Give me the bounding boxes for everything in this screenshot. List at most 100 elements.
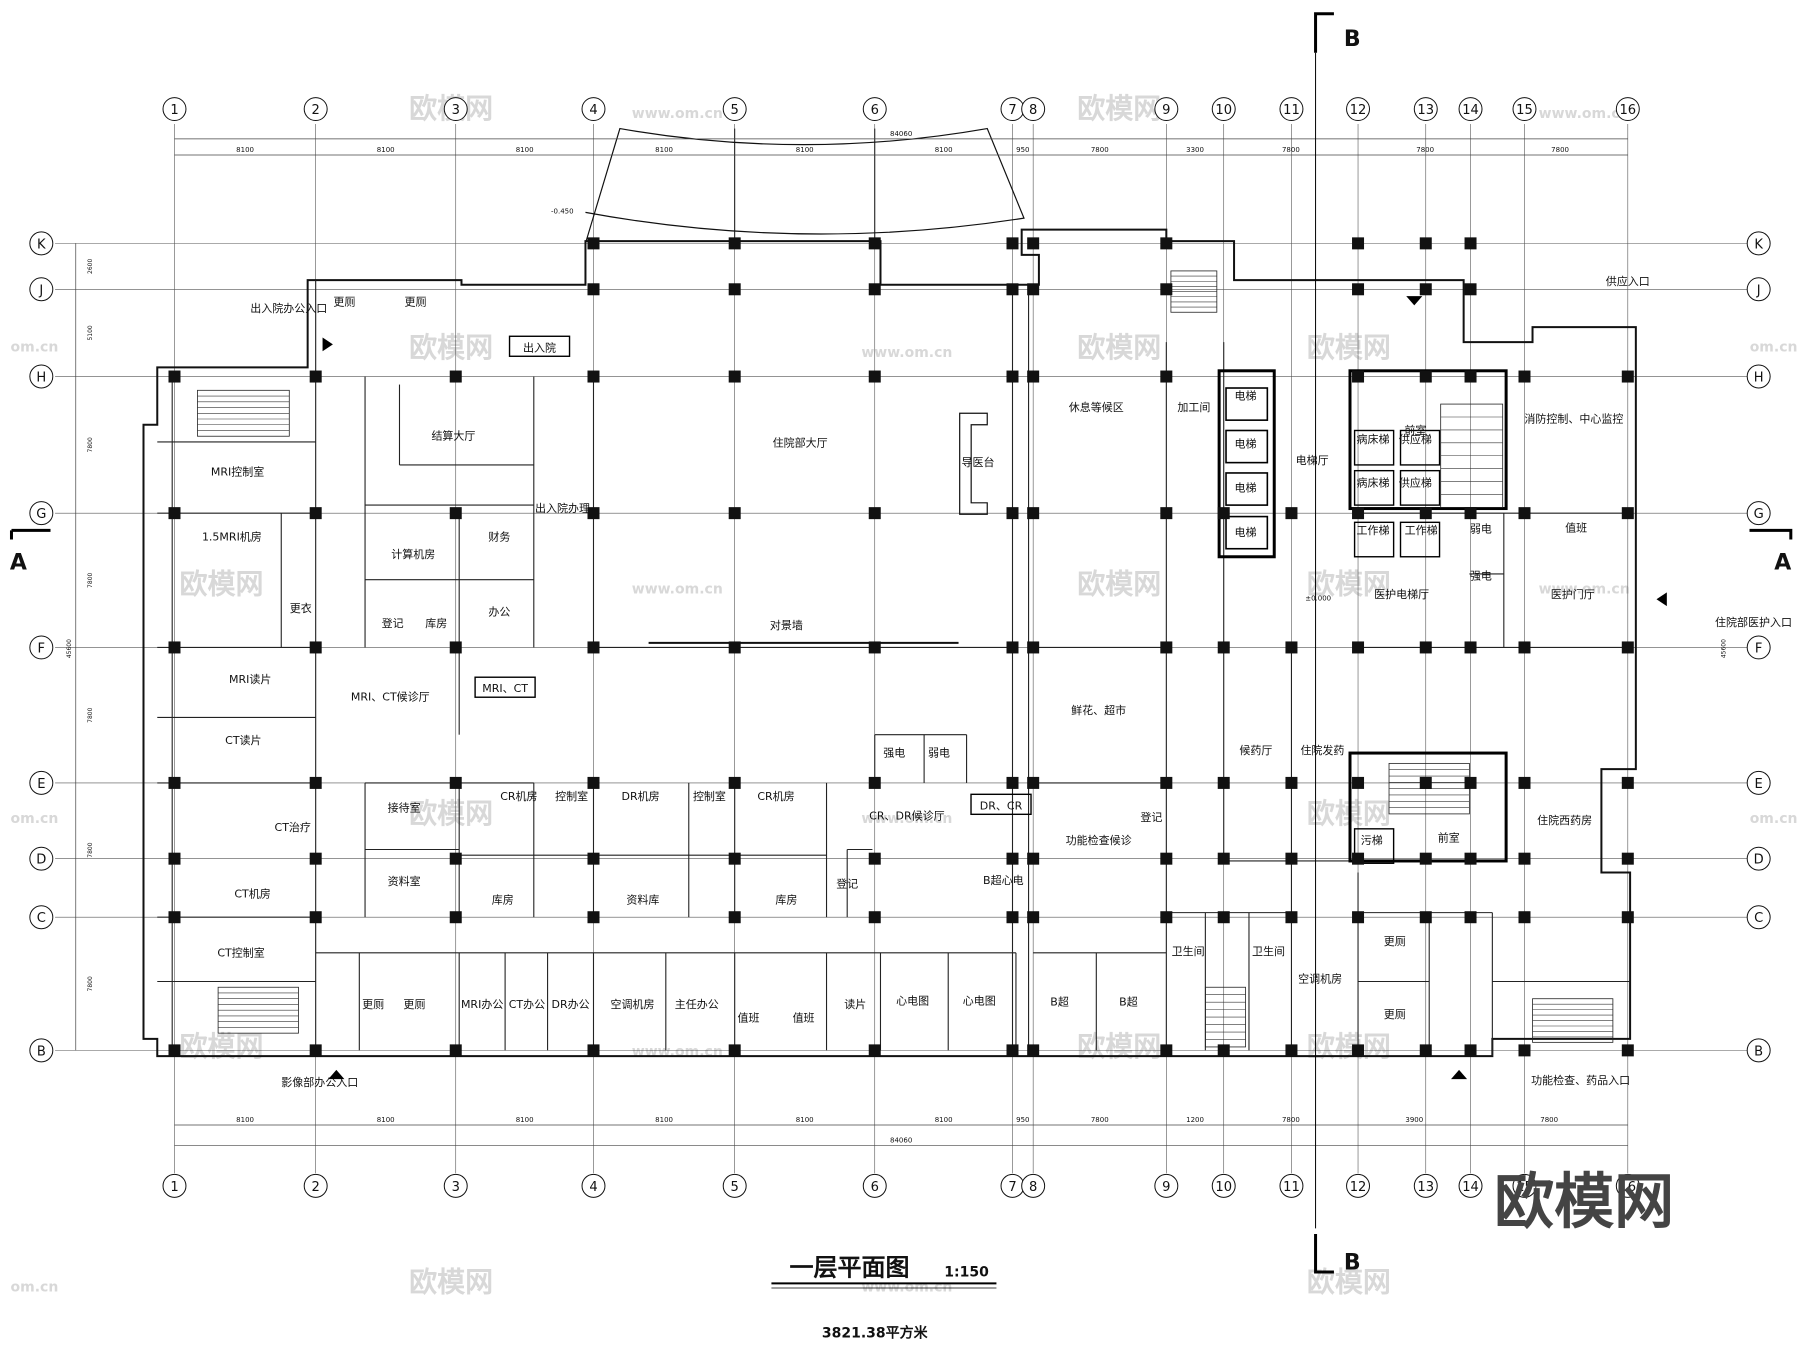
axis-bubble-circle (1512, 97, 1537, 122)
column (449, 641, 462, 654)
room-label: 弱电 (928, 747, 950, 760)
room-label: DR、CR (980, 799, 1023, 812)
column (1027, 1044, 1040, 1057)
axis-bubble-label: K (37, 237, 46, 252)
axis-bubble-label: F (1755, 641, 1763, 656)
room-label: 医护电梯厅 (1374, 587, 1429, 601)
dimension-label: 7800 (1091, 146, 1109, 154)
dimension-label: 8100 (236, 146, 254, 154)
axis-bubble: G (29, 501, 54, 526)
watermark-text: 欧模网 (180, 567, 264, 600)
column (1160, 283, 1173, 296)
watermark-text: www.om.cn (861, 1279, 952, 1295)
column (728, 852, 741, 865)
room-label: 工作梯 (1405, 524, 1438, 537)
column (168, 641, 181, 654)
column (1464, 237, 1477, 250)
brand-watermark: 欧模网 (1494, 1168, 1674, 1238)
column (168, 911, 181, 924)
axis-bubble-label: 5 (731, 1180, 739, 1195)
stair (1440, 403, 1504, 508)
axis-bubble: 2 (303, 1173, 328, 1198)
elevator-car (1225, 515, 1269, 550)
room-label: 弱电 (1470, 523, 1492, 536)
room-label: 加工间 (1177, 401, 1210, 414)
axis-bubble-label: K (1754, 237, 1763, 252)
label-box (970, 793, 1032, 816)
axis-bubble-circle (1413, 97, 1438, 122)
axis-bubble-circle (1512, 1173, 1537, 1198)
column (1621, 370, 1634, 383)
column (587, 776, 600, 789)
column (728, 776, 741, 789)
room-label: 出入院 (523, 340, 556, 354)
axis-bubble: 3 (443, 97, 468, 122)
axis-bubble-circle (29, 277, 54, 302)
elevator-car (1353, 429, 1395, 466)
dimension-label: 8100 (796, 1116, 814, 1124)
column (1419, 852, 1432, 865)
entrance-arrow (322, 337, 333, 352)
room-label: CT控制室 (217, 945, 264, 959)
column (309, 507, 322, 520)
column (1027, 641, 1040, 654)
room-label: 心电图 (963, 994, 996, 1007)
axis-bubble: 3 (443, 1173, 468, 1198)
axis-bubble-circle (29, 364, 54, 389)
axis-bubble: 16 (1615, 1173, 1640, 1198)
column (1352, 507, 1365, 520)
room-label: 消防控制、中心监控 (1524, 411, 1623, 425)
room-label: 值班 (1565, 522, 1587, 535)
watermark-text: www.om.cn (1539, 106, 1630, 122)
annotations: 出入院办公入口住院部医护入口影像部办公入口功能检查、药品入口供应入口-0.450… (10, 12, 1793, 1341)
room-label: DR机房 (621, 789, 659, 803)
column (1027, 776, 1040, 789)
column (1285, 911, 1298, 924)
axis-bubble-circle (1746, 277, 1771, 302)
axis-bubble-label: H (36, 371, 46, 386)
axis-bubble-circle (862, 97, 887, 122)
room-label: 休息等候区 (1069, 400, 1124, 414)
axis-bubble-label: 12 (1350, 1180, 1367, 1195)
elevator-car (1399, 469, 1441, 506)
room-label: 出入院办理 (535, 501, 590, 515)
column (1160, 911, 1173, 924)
column (868, 370, 881, 383)
room-label: 计算机房 (391, 547, 435, 561)
label-box (474, 676, 536, 698)
column (1464, 507, 1477, 520)
dimension-label: 7800 (1540, 1116, 1558, 1124)
axis-bubble: 13 (1413, 1173, 1438, 1198)
room-label: 财务 (488, 530, 510, 544)
elevator-car (1353, 828, 1395, 864)
entrance-arrow (1451, 1069, 1468, 1080)
room-label: 办公 (488, 605, 510, 618)
column (1419, 911, 1432, 924)
axis-bubble: G (1746, 501, 1771, 526)
column (587, 507, 600, 520)
axis-bubbles: 1122334455667788991010111112121313141415… (29, 97, 1771, 1198)
room-label: CR、DR候诊厅 (869, 809, 944, 823)
column (1352, 852, 1365, 865)
dimension-label: 950 (1016, 146, 1029, 154)
column (587, 911, 600, 924)
column (1464, 1044, 1477, 1057)
dimension-label: 1200 (1186, 1116, 1204, 1124)
watermark-text: 欧模网 (409, 797, 493, 830)
section-label-b: B (1344, 27, 1361, 52)
watermark-text: om.cn (11, 339, 59, 355)
elevator-car (1399, 521, 1441, 558)
axis-bubble-circle (443, 1173, 468, 1198)
room-label: 值班 (737, 1012, 759, 1025)
partition-walls (157, 270, 1631, 1057)
column (1518, 1044, 1531, 1057)
axis-bubble-circle (862, 1173, 887, 1198)
column (1006, 852, 1019, 865)
axis-bubble: 6 (862, 1173, 887, 1198)
axis-bubble: C (1746, 905, 1771, 930)
watermark-text: www.om.cn (861, 811, 952, 827)
room-label: 登记 (836, 876, 858, 890)
exterior-wall (142, 228, 1637, 1058)
column (1621, 911, 1634, 924)
